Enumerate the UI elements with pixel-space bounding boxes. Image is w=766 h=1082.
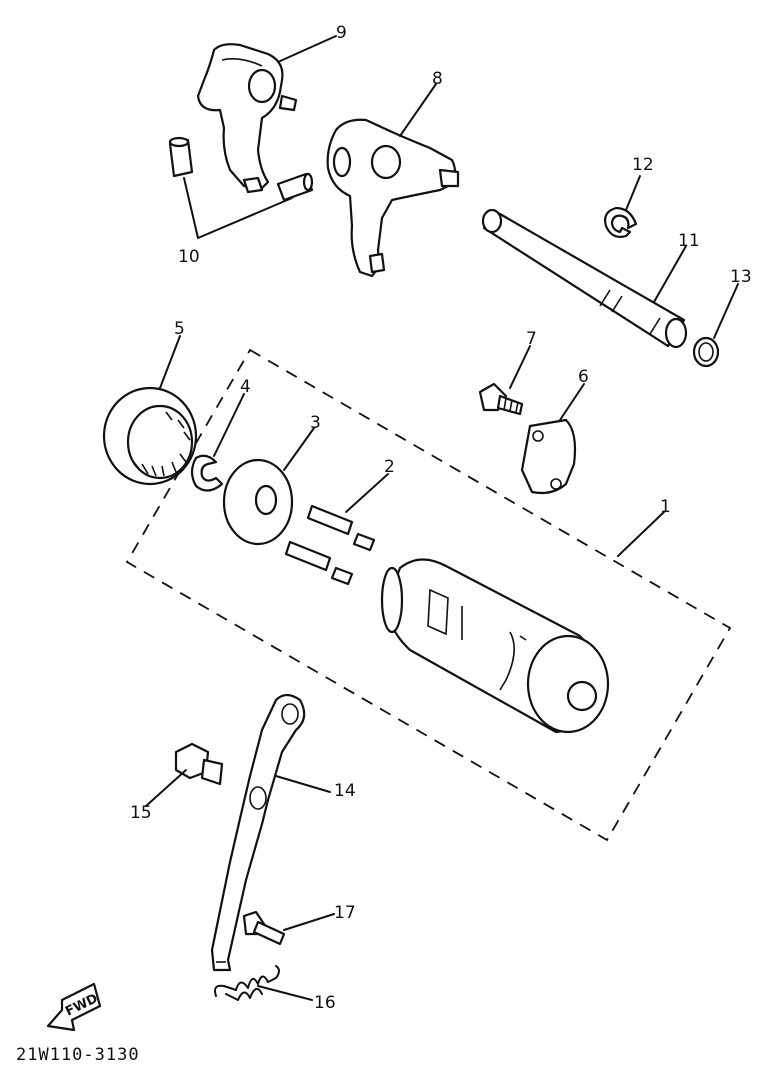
- part-15-bolt: [174, 742, 224, 786]
- part-1-shift-drum: [380, 558, 610, 734]
- callout-17: 17: [334, 903, 356, 923]
- part-17-bolt: [242, 910, 286, 946]
- part-6-stopper-plate: [520, 418, 577, 495]
- shift-drum-assembly-boundary: [125, 348, 732, 842]
- part-5-bearing: [102, 386, 198, 486]
- callout-5: 5: [174, 319, 185, 339]
- callout-4: 4: [240, 377, 251, 397]
- part-8-shift-fork: [326, 118, 460, 278]
- callout-10: 10: [178, 247, 200, 267]
- callout-13: 13: [730, 267, 752, 287]
- part-10-guide-pins: [168, 136, 314, 202]
- leader-lines: [145, 35, 739, 1001]
- callout-labels: 9 8 10 12 11 13 5 7 6 4 3 2 1 14 15 17 1…: [130, 23, 752, 1013]
- part-14-shift-lever: [210, 693, 306, 972]
- part-16-spring: [214, 965, 280, 1001]
- part-3-segment: [222, 458, 294, 546]
- callout-14: 14: [334, 781, 356, 801]
- part-2-pins: [284, 504, 376, 586]
- part-9-shift-fork: [196, 43, 298, 194]
- part-12-circlip: [604, 206, 638, 238]
- callout-12: 12: [632, 155, 654, 175]
- callout-7: 7: [526, 329, 537, 349]
- callout-1: 1: [660, 497, 671, 517]
- leader-10: [183, 177, 293, 239]
- callout-9: 9: [336, 23, 347, 43]
- part-4-circlip: [190, 454, 224, 492]
- callout-6: 6: [578, 367, 589, 387]
- callout-11: 11: [678, 231, 700, 251]
- part-7-bolt: [478, 382, 524, 416]
- callout-16: 16: [314, 993, 336, 1013]
- callout-8: 8: [432, 69, 443, 89]
- callout-3: 3: [310, 413, 321, 433]
- part-11-guide-bar: [481, 208, 688, 349]
- callout-2: 2: [384, 457, 395, 477]
- part-13-o-ring: [692, 336, 720, 368]
- callout-15: 15: [130, 803, 152, 823]
- forward-direction-icon: FWD: [46, 982, 102, 1032]
- drawing-code: 21W110-3130: [16, 1045, 140, 1065]
